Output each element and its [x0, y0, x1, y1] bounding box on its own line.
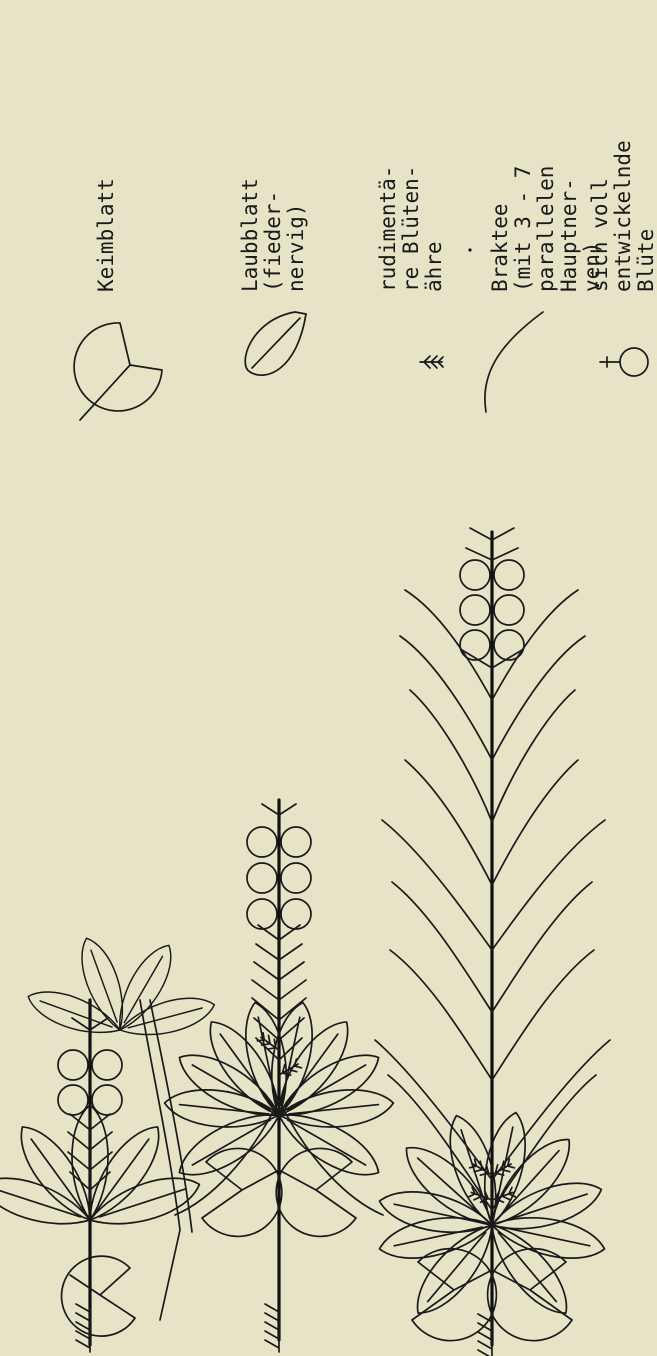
legend-label-bract: Braktee (mit 3 - 7 parallelen Hauptner- … [488, 153, 604, 292]
legend-label-rudimentary-spike: rudimentä- re Blüten- ähre [376, 153, 446, 292]
seedling-leaves [23, 933, 218, 1045]
plant-young [0, 1000, 205, 1352]
legend-label-cotyledon: Keimblatt [94, 178, 118, 292]
rudimentary-spike-icon [420, 356, 443, 368]
bract-icon [485, 312, 543, 412]
plant-mature-inflorescence [375, 528, 610, 1356]
legend: sich voll entwickelnde Blüte Braktee (mi… [74, 128, 657, 420]
legend-text-rudimentary-spike: rudimentä- re Blüten- ähre [376, 153, 446, 292]
legend-label-foliage-leaf: Laubblatt (fieder- nervig) [238, 166, 308, 292]
flower-icon [600, 348, 648, 376]
legend-text-foliage-leaf: Laubblatt (fieder- nervig) [238, 166, 308, 292]
ground-line [478, 1314, 492, 1356]
legend-text-cotyledon: Keimblatt [94, 178, 118, 292]
plant-intermediate [163, 800, 396, 1352]
foliage-leaf-icon [245, 312, 306, 375]
seedling-cotyledons [62, 1256, 135, 1336]
cotyledon-icon [74, 323, 162, 420]
legend-text-bract: Braktee (mit 3 - 7 parallelen Hauptner- … [488, 153, 604, 292]
